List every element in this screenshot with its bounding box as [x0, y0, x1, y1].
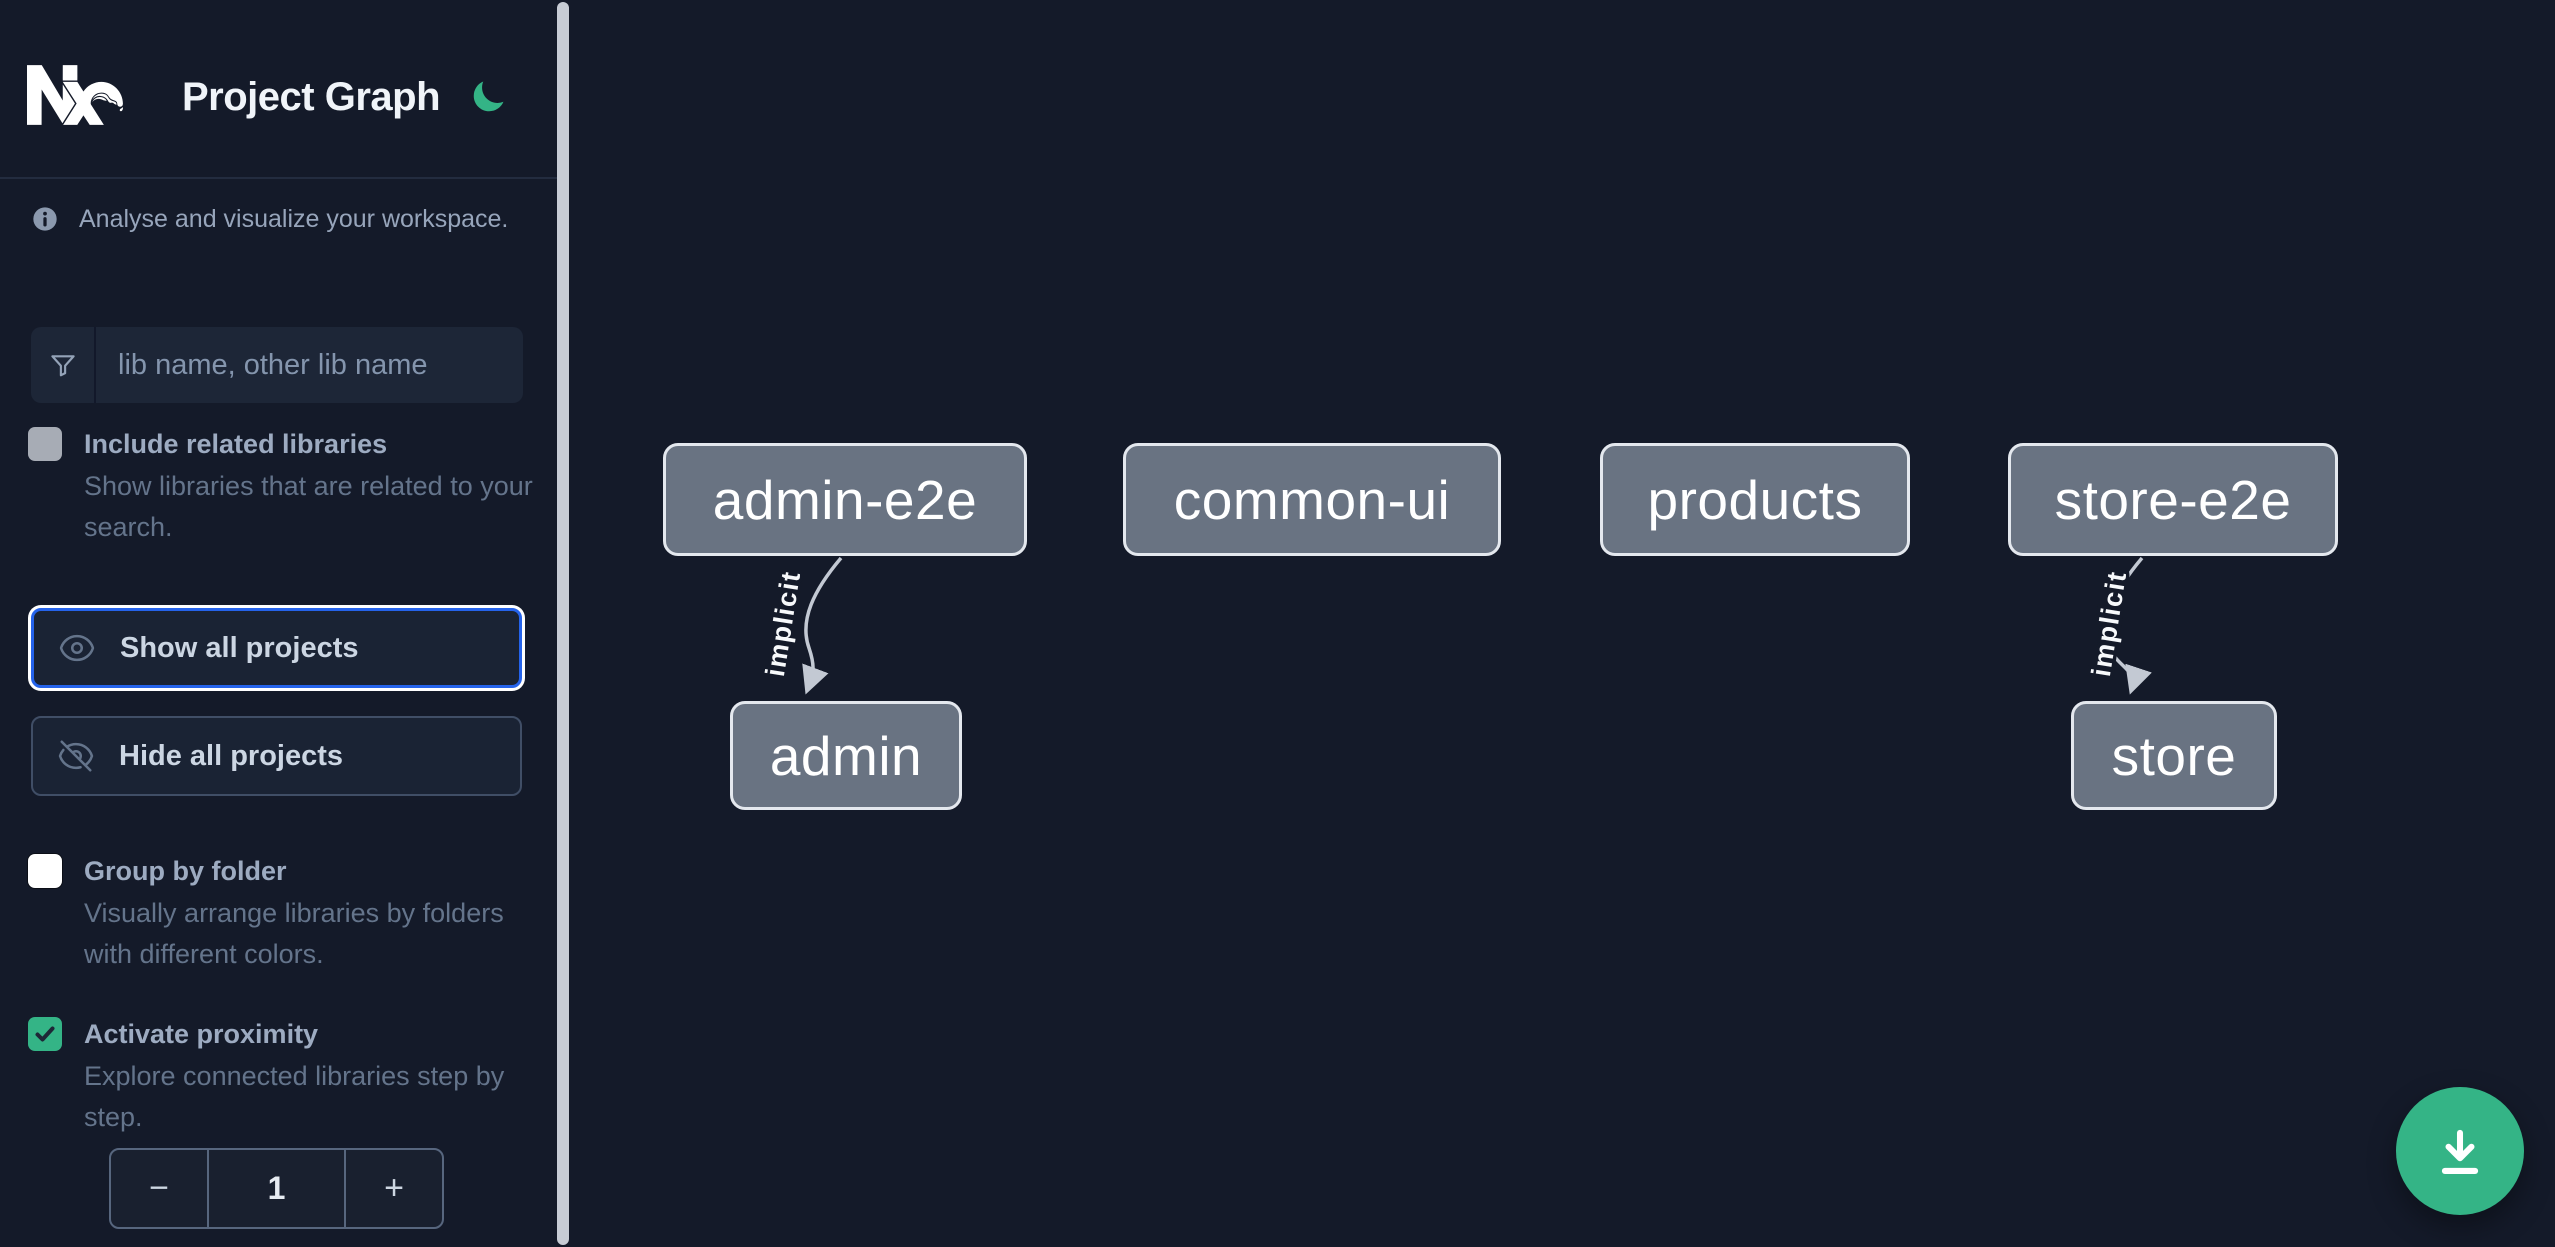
button-label: Show all projects — [120, 631, 359, 664]
page-title: Project Graph — [182, 75, 441, 119]
hide-all-projects-button[interactable]: Hide all projects — [31, 716, 522, 796]
node-admin-e2e[interactable]: admin-e2e — [663, 443, 1027, 556]
edge-label: implicit — [760, 569, 806, 679]
node-store[interactable]: store — [2071, 701, 2277, 810]
toggle-activate-proximity: Activate proximity Explore connected lib… — [28, 1014, 528, 1138]
filter-icon-cell — [31, 327, 96, 403]
edge-label: implicit — [2086, 569, 2132, 679]
toggle-label: Group by folder — [84, 856, 287, 886]
toggle-description: Show libraries that are related to your … — [84, 471, 533, 542]
eye-icon — [59, 634, 95, 662]
toggle-group-by-folder: Group by folder Visually arrange librari… — [28, 851, 528, 975]
edge-admin-e2e-to-admin[interactable]: implicit — [756, 556, 843, 695]
tagline: Analyse and visualize your workspace. — [31, 203, 508, 235]
checkbox-activate-proximity[interactable] — [28, 1017, 62, 1051]
node-store-e2e[interactable]: store-e2e — [2008, 443, 2338, 556]
increment-button[interactable]: + — [344, 1150, 442, 1227]
decrement-button[interactable]: − — [111, 1150, 209, 1227]
info-icon — [33, 207, 57, 231]
filter-icon — [50, 355, 75, 377]
theme-toggle-button[interactable] — [460, 69, 516, 125]
tagline-text: Analyse and visualize your workspace. — [79, 205, 509, 233]
toggle-description: Explore connected libraries step by step… — [84, 1061, 505, 1132]
node-common-ui[interactable]: common-ui — [1123, 443, 1501, 556]
toggle-include-related-libraries: Include related libraries Show libraries… — [28, 424, 533, 548]
search-box — [31, 327, 523, 403]
toggle-label: Include related libraries — [84, 429, 388, 459]
edge-store-e2e-to-store[interactable]: implicit — [2082, 556, 2152, 695]
toggle-label: Activate proximity — [84, 1019, 319, 1049]
eye-slash-icon — [58, 740, 94, 772]
download-image-button[interactable] — [2396, 1087, 2524, 1215]
search-input[interactable] — [96, 327, 523, 403]
button-label: Hide all projects — [119, 739, 344, 772]
sidebar-scrollbar[interactable] — [557, 2, 569, 1245]
toggle-description: Visually arrange libraries by folders wi… — [84, 898, 504, 969]
node-products[interactable]: products — [1600, 443, 1910, 556]
sidebar-header: Project Graph — [0, 0, 558, 179]
checkbox-group-by-folder[interactable] — [28, 854, 62, 888]
check-icon — [35, 1026, 55, 1042]
proximity-depth-value[interactable]: 1 — [267, 1170, 286, 1206]
sidebar: Project Graph Analyse and visualize your… — [0, 0, 572, 1247]
moon-icon — [473, 81, 504, 112]
checkbox-include-related[interactable] — [28, 427, 62, 461]
nx-logo — [27, 65, 123, 125]
download-icon — [2441, 1129, 2479, 1174]
node-admin[interactable]: admin — [730, 701, 962, 810]
proximity-depth-stepper: − 1 + — [109, 1148, 444, 1229]
show-all-projects-button[interactable]: Show all projects — [31, 608, 522, 688]
